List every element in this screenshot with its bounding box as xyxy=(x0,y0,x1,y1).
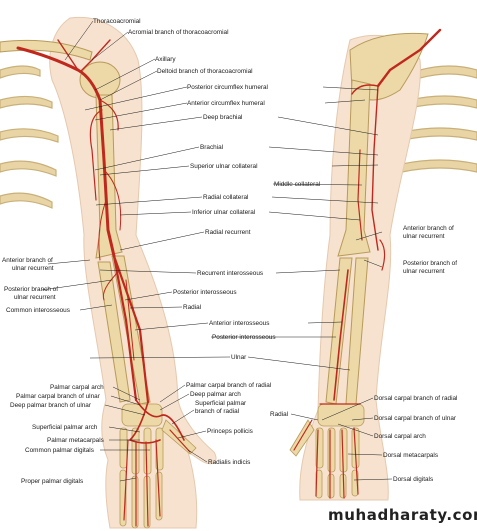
label-thoracoacromial: Thoracoacromial xyxy=(93,18,141,25)
label-middle-collateral: Middle collateral xyxy=(274,181,321,188)
right-scapula xyxy=(349,32,429,101)
label-dorsal-metacarpals: Dorsal metacarpals xyxy=(383,452,439,459)
label-dorsal-carpal-branch-of-radial: Dorsal carpal branch of radial xyxy=(374,395,458,402)
left-ribcage xyxy=(0,65,59,209)
label-posterior-interosseous-2: Posterior interosseous xyxy=(212,334,276,341)
right-humerus xyxy=(337,79,371,257)
label-acromial-branch: Acromial branch of thoracoacromial xyxy=(128,29,229,36)
right-ribcage xyxy=(401,65,477,173)
left-arm-anterior xyxy=(0,16,217,529)
label-palmar-carpal-arch: Palmar carpal arch xyxy=(50,384,104,391)
label-deep-palmar-branch-of-ulnar: Deep palmar branch of ulnar xyxy=(10,402,91,409)
label-ulnar: Ulnar xyxy=(231,354,247,361)
label-superficial-palmar-branch-2: branch of radial xyxy=(195,408,240,415)
label-posterior-branch-ulnar-recurrent-left-2: ulnar recurrent xyxy=(14,294,56,301)
right-arm-posterior xyxy=(289,28,477,501)
label-posterior-interosseous: Posterior interosseous xyxy=(173,289,237,296)
label-axillary: Axillary xyxy=(155,56,176,63)
leader-lines xyxy=(41,20,393,482)
label-radial-recurrent: Radial recurrent xyxy=(205,229,251,236)
left-radius xyxy=(97,261,131,403)
label-recurrent-interosseous: Recurrent interosseous xyxy=(197,270,264,277)
label-brachial: Brachial xyxy=(200,144,224,151)
label-anterior-branch-ulnar-recurrent-left-2: ulnar recurrent xyxy=(12,265,54,272)
label-palmar-carpal-branch-of-ulnar: Palmar carpal branch of ulnar xyxy=(16,393,100,400)
label-posterior-circumflex-humeral: Posterior circumflex humeral xyxy=(187,84,268,91)
label-posterior-branch-ulnar-recurrent-right-2: ulnar recurrent xyxy=(403,268,445,275)
watermark: muhadharaty.com xyxy=(328,506,477,524)
label-deep-palmar-arch: Deep palmar arch xyxy=(190,391,241,398)
label-palmar-carpal-branch-of-radial: Palmar carpal branch of radial xyxy=(186,382,272,389)
label-inferior-ulnar-collateral: Inferior ulnar collateral xyxy=(192,209,256,216)
label-deep-brachial: Deep brachial xyxy=(203,114,243,121)
label-palmar-metacarpals: Palmar metacarpals xyxy=(47,437,104,444)
label-posterior-branch-ulnar-recurrent-left-1: Posterior branch of xyxy=(4,286,58,293)
label-radial-2: Radial xyxy=(270,411,289,418)
label-anterior-branch-ulnar-recurrent-left-1: Anterior branch of xyxy=(2,257,53,264)
label-radialis-indicis: Radialis indicis xyxy=(208,459,251,466)
label-anterior-branch-ulnar-recurrent-right-1: Anterior branch of xyxy=(403,225,454,232)
label-superficial-palmar-arch: Superficial palmar arch xyxy=(32,424,98,431)
label-radial-collateral: Radial collateral xyxy=(203,194,249,201)
label-proper-palmar-digitals: Proper palmar digitals xyxy=(21,478,84,485)
label-princeps-pollicis: Princeps pollicis xyxy=(207,428,253,435)
label-posterior-branch-ulnar-recurrent-right-1: Posterior branch of xyxy=(403,260,457,267)
label-deltoid-branch: Deltoid branch of thoracoacromial xyxy=(157,68,253,75)
right-arteries xyxy=(293,28,442,499)
label-superior-ulnar-collateral: Superior ulnar collateral xyxy=(190,163,258,170)
label-dorsal-carpal-branch-of-ulnar: Dorsal carpal branch of ulnar xyxy=(374,415,457,422)
label-dorsal-carpal-arch: Dorsal carpal arch xyxy=(374,433,426,440)
label-radial: Radial xyxy=(183,304,202,311)
label-superficial-palmar-branch-1: Superficial palmar xyxy=(195,400,247,407)
label-anterior-branch-ulnar-recurrent-right-2: ulnar recurrent xyxy=(403,233,445,240)
label-common-interosseous: Common interosseous xyxy=(6,307,70,314)
label-common-palmar-digitals: Common palmar digitals xyxy=(25,447,94,454)
label-anterior-interosseous: Anterior interosseous xyxy=(209,320,270,327)
label-anterior-circumflex-humeral: Anterior circumflex humeral xyxy=(187,100,265,107)
label-dorsal-digitals: Dorsal digitals xyxy=(393,476,434,483)
